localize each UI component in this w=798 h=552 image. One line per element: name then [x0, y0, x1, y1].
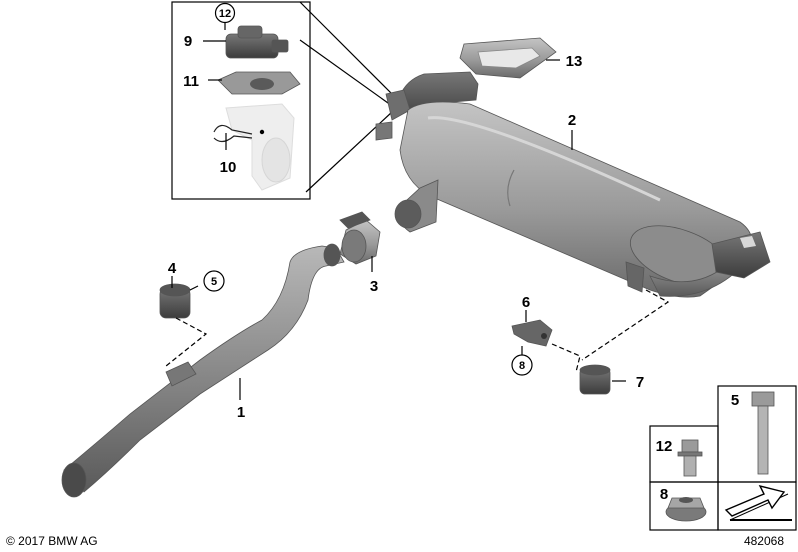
callout-2: 2 [568, 112, 576, 129]
callout-10: 10 [220, 159, 237, 176]
ghost-bracket [225, 103, 295, 191]
actuator-unit [225, 25, 289, 59]
front-pipe [61, 243, 345, 498]
callout-4: 4 [168, 260, 177, 277]
callout-5: 5 [211, 276, 217, 288]
callout-12-circle [214, 2, 236, 24]
hanger-bracket [511, 319, 553, 347]
callout-3: 3 [370, 278, 378, 295]
copyright-text: © 2017 BMW AG [6, 534, 98, 548]
callout-7: 7 [636, 374, 644, 391]
callout-5-circle [203, 270, 225, 292]
rubber-mount-front [159, 283, 191, 319]
direction-arrow-icon [724, 484, 792, 521]
spring-clip [213, 124, 253, 143]
flange-nut [665, 497, 707, 522]
exhaust-tip-trim [459, 37, 557, 79]
callout-12: 12 [219, 8, 231, 20]
hardware-legend [649, 385, 797, 531]
pipe-clamp [339, 211, 381, 265]
legend-12: 12 [656, 438, 673, 455]
callout-6: 6 [522, 294, 530, 311]
diagram-number: 482068 [744, 534, 784, 548]
rear-muffler [375, 71, 771, 298]
flange-bolt-short [677, 439, 703, 477]
legend-8: 8 [660, 486, 668, 503]
legend-5: 5 [731, 392, 739, 409]
long-bolt [751, 391, 775, 475]
callout-8-circle [511, 354, 533, 376]
callout-11: 11 [183, 73, 199, 90]
callout-1: 1 [237, 404, 245, 421]
detail-box-actuator [171, 1, 401, 200]
callout-13: 13 [566, 53, 583, 70]
callout-9: 9 [184, 33, 192, 50]
callout-8: 8 [519, 360, 525, 372]
rubber-mount-rear [579, 364, 611, 395]
gasket-plate [217, 71, 301, 95]
